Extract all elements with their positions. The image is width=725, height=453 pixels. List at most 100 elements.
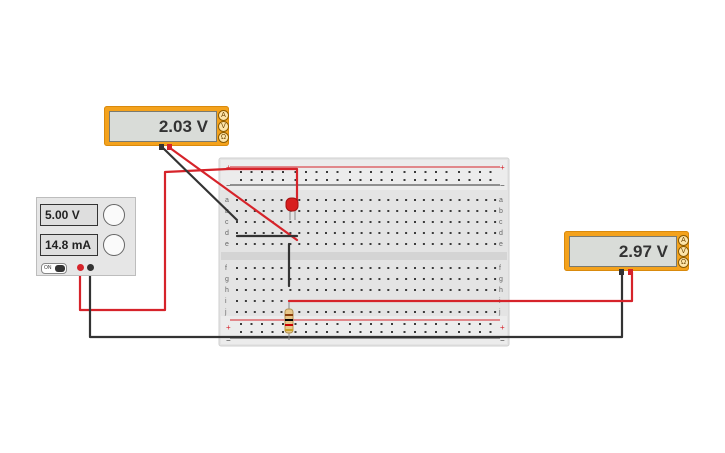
breadboard-hole[interactable]	[396, 243, 399, 245]
breadboard-hole[interactable]	[467, 278, 470, 280]
breadboard-hole[interactable]	[333, 210, 336, 212]
breadboard-hole[interactable]	[476, 267, 479, 269]
breadboard-hole[interactable]	[422, 199, 425, 201]
power-supply[interactable]: 5.00 V 14.8 mA ON	[36, 197, 136, 276]
breadboard-hole[interactable]	[396, 289, 399, 291]
breadboard-hole[interactable]	[316, 243, 319, 245]
rail-hole[interactable]	[445, 331, 448, 333]
breadboard-hole[interactable]	[494, 210, 497, 212]
breadboard-hole[interactable]	[236, 300, 238, 302]
breadboard-hole[interactable]	[262, 243, 265, 245]
rail-hole[interactable]	[305, 171, 307, 173]
breadboard-hole[interactable]	[387, 278, 390, 280]
breadboard-hole[interactable]	[351, 243, 354, 245]
breadboard-hole[interactable]	[449, 267, 452, 269]
breadboard-hole[interactable]	[494, 232, 497, 234]
rail-hole[interactable]	[380, 331, 383, 333]
rail-hole[interactable]	[315, 171, 318, 173]
breadboard-hole[interactable]	[378, 221, 381, 223]
rail-hole[interactable]	[435, 331, 437, 333]
breadboard-hole[interactable]	[253, 267, 256, 269]
breadboard-hole[interactable]	[360, 199, 363, 201]
rail-hole[interactable]	[326, 179, 328, 181]
breadboard-hole[interactable]	[298, 289, 301, 291]
breadboard-hole[interactable]	[262, 289, 265, 291]
breadboard-hole[interactable]	[280, 221, 283, 223]
breadboard-hole[interactable]	[351, 267, 354, 269]
breadboard-hole[interactable]	[405, 267, 408, 269]
breadboard-hole[interactable]	[253, 289, 256, 291]
breadboard-hole[interactable]	[244, 199, 247, 201]
rail-hole[interactable]	[458, 331, 460, 333]
breadboard-hole[interactable]	[431, 267, 434, 269]
multimeter-right-probes[interactable]	[615, 269, 637, 277]
breadboard-hole[interactable]	[236, 278, 238, 280]
rail-hole[interactable]	[336, 171, 339, 173]
breadboard-hole[interactable]	[387, 232, 390, 234]
rail-hole[interactable]	[359, 171, 362, 173]
rail-hole[interactable]	[370, 171, 372, 173]
rail-hole[interactable]	[435, 323, 437, 325]
rail-hole[interactable]	[435, 171, 437, 173]
rail-hole[interactable]	[326, 331, 328, 333]
wire-rail-to-led[interactable]	[226, 167, 299, 202]
breadboard-hole[interactable]	[333, 289, 336, 291]
breadboard-hole[interactable]	[458, 278, 461, 280]
rail-hole[interactable]	[479, 171, 481, 173]
breadboard-hole[interactable]	[378, 311, 381, 313]
breadboard-hole[interactable]	[289, 243, 292, 245]
breadboard-hole[interactable]	[387, 243, 390, 245]
rail-hole[interactable]	[294, 171, 297, 173]
rail-hole[interactable]	[282, 331, 284, 333]
rail-hole[interactable]	[271, 171, 274, 173]
breadboard-hole[interactable]	[325, 210, 327, 212]
breadboard-hole[interactable]	[387, 311, 390, 313]
breadboard-hole[interactable]	[485, 243, 488, 245]
rail-hole[interactable]	[271, 323, 274, 325]
breadboard-hole[interactable]	[449, 289, 452, 291]
breadboard-hole[interactable]	[360, 221, 363, 223]
breadboard-hole[interactable]	[476, 232, 479, 234]
rail-hole[interactable]	[403, 179, 406, 181]
breadboard-hole[interactable]	[325, 199, 327, 201]
rail-hole[interactable]	[468, 179, 471, 181]
breadboard-hole[interactable]	[467, 221, 470, 223]
breadboard-hole[interactable]	[369, 289, 372, 291]
wire-meter-top-black[interactable]	[161, 146, 239, 222]
breadboard-hole[interactable]	[476, 311, 479, 313]
rail-hole[interactable]	[305, 323, 307, 325]
psu-voltage-knob[interactable]	[103, 204, 125, 226]
breadboard-hole[interactable]	[458, 210, 461, 212]
rail-hole[interactable]	[391, 331, 393, 333]
multimeter-top-ohm-button[interactable]: Ω	[218, 132, 229, 143]
breadboard-hole[interactable]	[431, 221, 434, 223]
rail-hole[interactable]	[391, 171, 393, 173]
rail-hole[interactable]	[414, 331, 416, 333]
rail-hole[interactable]	[261, 323, 263, 325]
rail-hole[interactable]	[240, 323, 242, 325]
breadboard-hole[interactable]	[414, 289, 416, 291]
breadboard-hole[interactable]	[485, 232, 488, 234]
breadboard-hole[interactable]	[405, 311, 408, 313]
rail-hole[interactable]	[336, 323, 339, 325]
breadboard-hole[interactable]	[449, 311, 452, 313]
rail-hole[interactable]	[403, 331, 406, 333]
breadboard-hole[interactable]	[378, 232, 381, 234]
breadboard-hole[interactable]	[458, 221, 461, 223]
breadboard-hole[interactable]	[351, 278, 354, 280]
breadboard-hole[interactable]	[351, 221, 354, 223]
rail-hole[interactable]	[370, 331, 372, 333]
rail-hole[interactable]	[380, 171, 383, 173]
breadboard-hole[interactable]	[485, 210, 488, 212]
psu-current-knob[interactable]	[103, 234, 125, 256]
breadboard-hole[interactable]	[298, 243, 301, 245]
breadboard-hole[interactable]	[449, 199, 452, 201]
breadboard-hole[interactable]	[378, 199, 381, 201]
breadboard-hole[interactable]	[485, 289, 488, 291]
breadboard-hole[interactable]	[360, 311, 363, 313]
breadboard-hole[interactable]	[342, 289, 345, 291]
breadboard-hole[interactable]	[289, 289, 292, 291]
breadboard-hole[interactable]	[342, 243, 345, 245]
breadboard-hole[interactable]	[360, 267, 363, 269]
rail-hole[interactable]	[305, 331, 307, 333]
